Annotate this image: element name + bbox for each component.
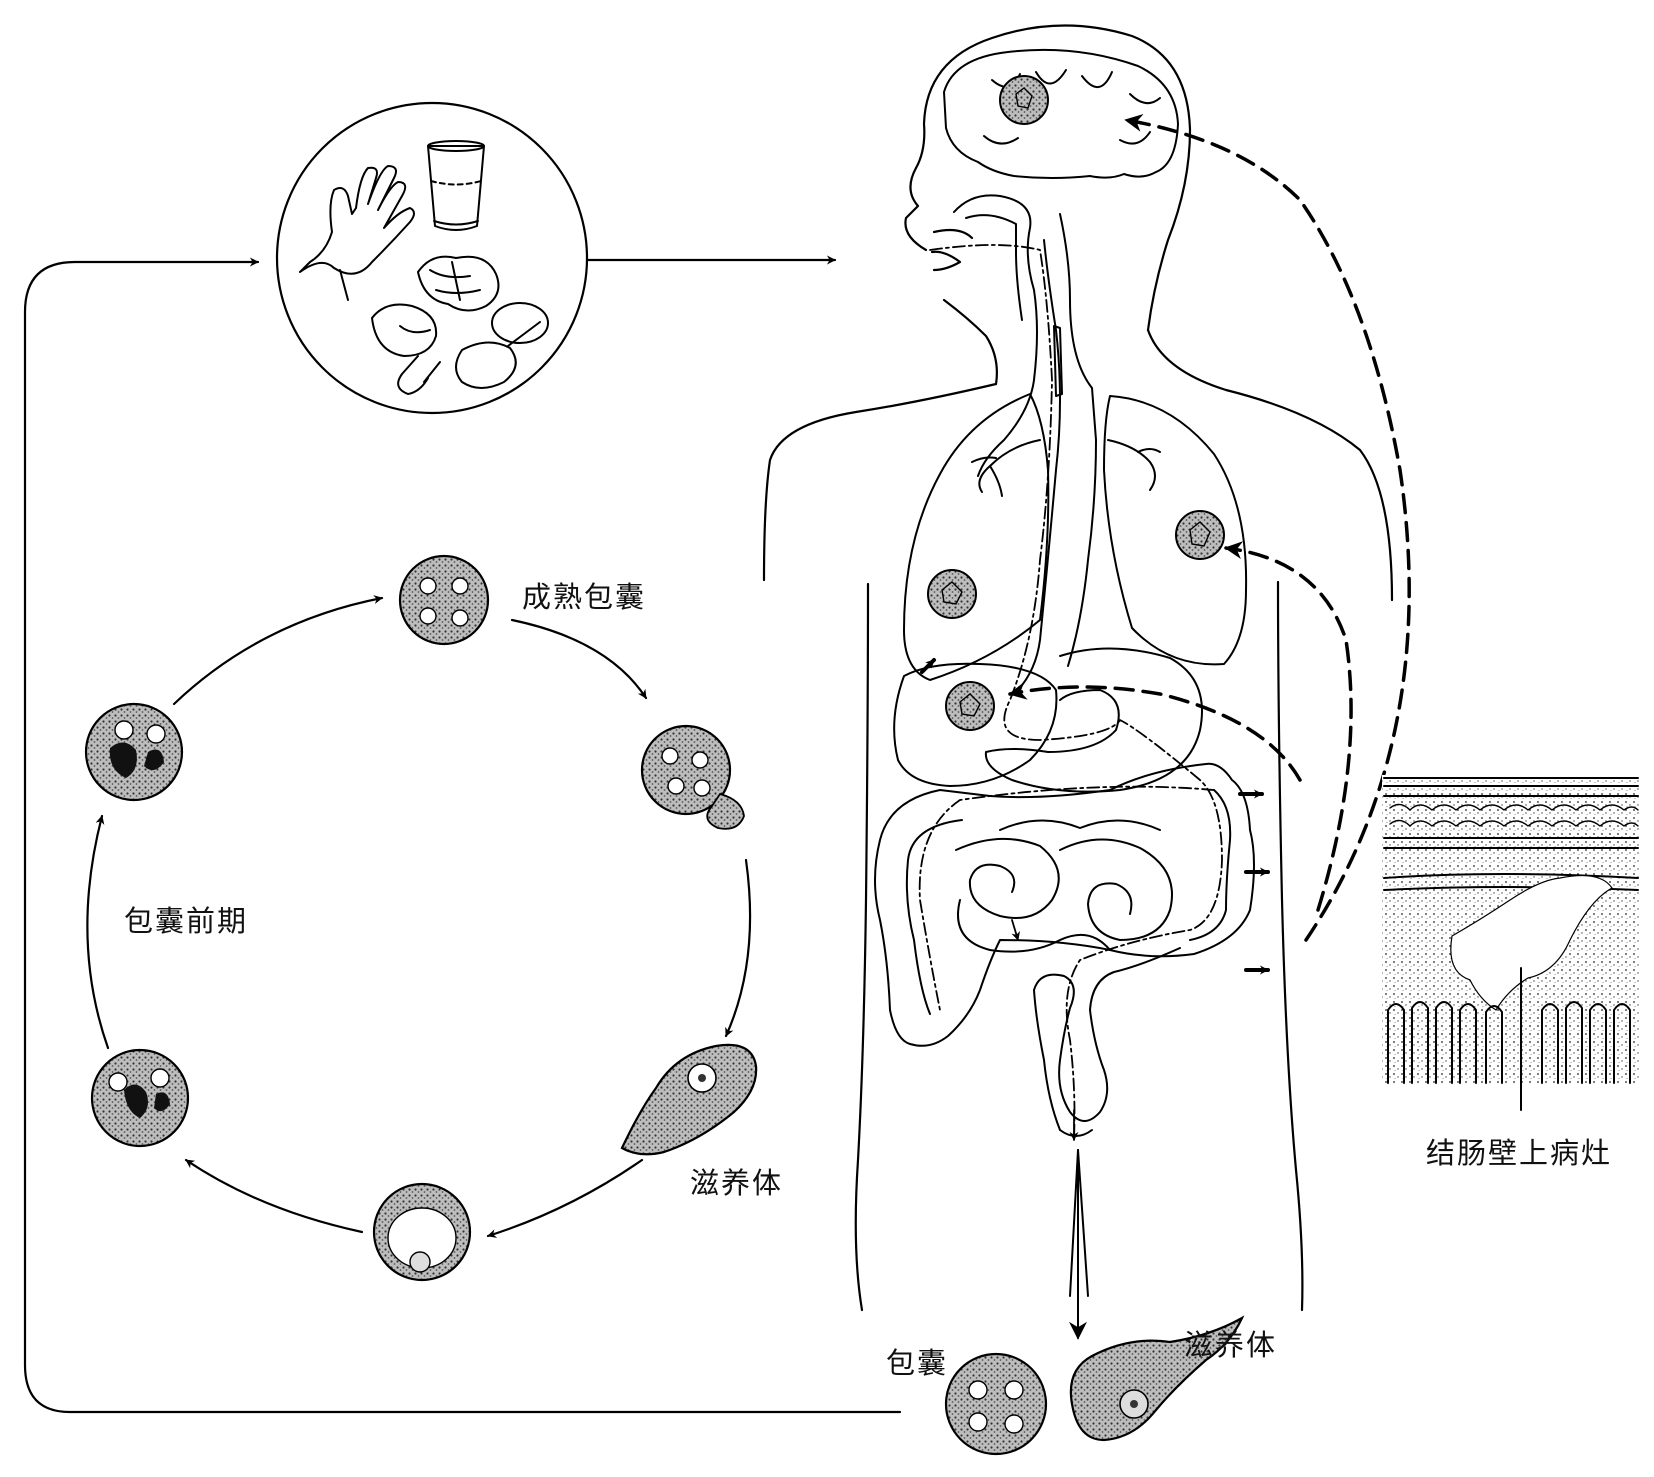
precyst-upper-left-cell [84,702,184,802]
liver-abscess [945,681,995,731]
gi-pathway [918,244,1223,1139]
lung-abscess-left [927,569,977,619]
label-trophozoite-cycle: 滋养体 [690,1166,784,1200]
lungs [903,393,1248,681]
precyst-lower-left-cell [90,1048,190,1148]
vegetables-icon [371,255,549,395]
hand-icon [299,165,415,301]
liver [893,662,1058,787]
trophozoite-cycle-cell [620,1043,758,1156]
colon-invasion-arrows [920,658,1270,975]
label-mature-cyst: 成熟包囊 [522,580,647,614]
excysting-cyst-cell [640,724,745,830]
brain [943,48,1179,179]
stomach [984,647,1203,793]
label-colon-lesion: 结肠壁上病灶 [1426,1136,1613,1170]
rectum [1033,947,1181,1131]
excreted-trophozoite-cell [1069,1315,1245,1442]
colon-lesion-inset [1382,775,1640,1111]
lung-abscess-right [1175,510,1225,560]
large-intestine-inner [905,789,1232,1015]
rectum-end [1059,1129,1093,1137]
metastatic-spread-arrows [1008,113,1411,942]
excreted-cyst-cell [944,1352,1048,1456]
brain-abscess [999,75,1049,125]
mature-cyst-cell [398,554,490,646]
small-intestine [955,819,1173,953]
esophagus-trachea [953,194,1097,691]
lifecycle-ring-arrows [86,595,752,1238]
label-cyst-output: 包囊 [886,1346,949,1380]
return-loop-arrow [23,257,902,1414]
excretion-lines [1069,1149,1089,1340]
human-body-outline [762,24,1394,1312]
pathway-arrow-small-intestine [1011,919,1020,941]
label-trophozoite-output: 滋养体 [1184,1328,1278,1362]
contamination-source-circle [275,101,589,415]
label-precyst: 包囊前期 [124,904,249,938]
water-glass-icon [427,140,485,231]
flask-ulcer [1450,875,1613,1011]
large-intestine [874,762,1255,1047]
precyst-bottom-cell [372,1182,472,1282]
